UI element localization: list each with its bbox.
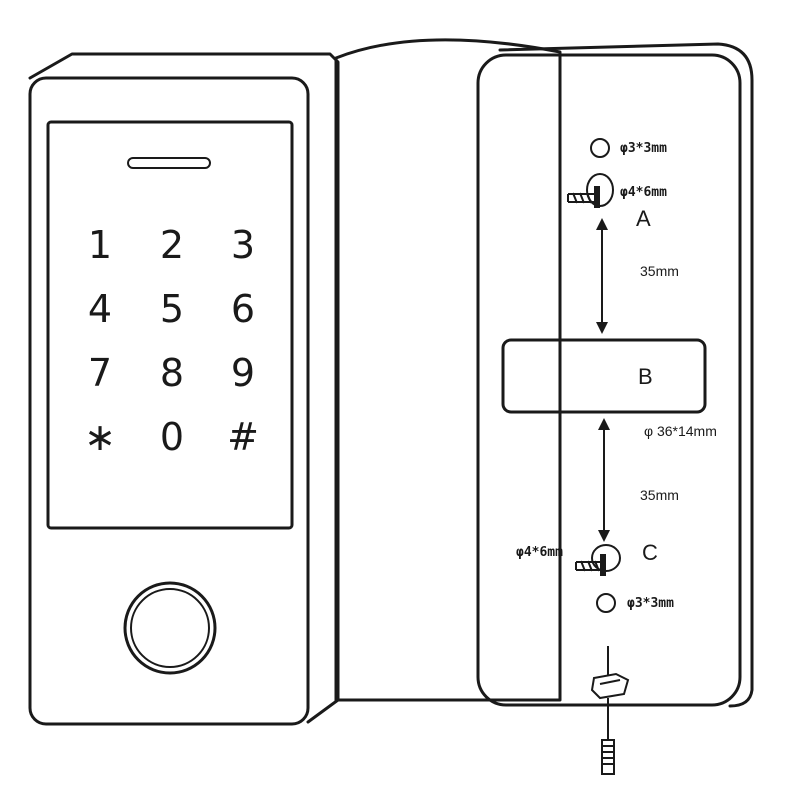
back-panel-depth [498,42,754,708]
back-panel: φ3*3mm φ4*6mm A 35mm B φ 36*14mm 35mm φ [476,42,754,775]
distance-bottom-label: 35mm [640,487,679,503]
point-c-label: C [642,540,658,565]
slot-b-label: B [638,364,653,389]
key-8[interactable]: 8 [160,351,184,395]
key-7[interactable]: 7 [88,351,112,395]
fingerprint-sensor-outer[interactable] [123,581,217,675]
distance-arrow-bottom [598,418,610,542]
cable-slot-b [501,338,707,414]
key-0[interactable]: 0 [160,415,184,459]
back-panel-face [476,53,742,707]
key-9[interactable]: 9 [231,351,255,395]
key-2[interactable]: 2 [160,223,184,267]
key-hash[interactable]: # [227,415,259,459]
screwdriver-icon [590,646,630,775]
hole-top-label: φ3*3mm [620,141,667,156]
indicator-slot [127,157,211,169]
fingerprint-sensor-inner [130,588,210,668]
hole-top [590,138,610,158]
key-star[interactable]: ∗ [84,415,116,459]
keypad-screen [46,120,294,530]
keypad-side-depth [28,52,340,724]
keypad-front-face [28,76,310,726]
mounting-bracket-outline [334,38,562,702]
key-5[interactable]: 5 [160,287,184,331]
distance-top-label: 35mm [640,263,679,279]
screw-a-icon [567,186,600,208]
screw-top-label: φ4*6mm [620,185,667,200]
key-3[interactable]: 3 [231,223,255,267]
keypad-device: 1 2 3 4 5 6 7 8 9 ∗ 0 # [28,52,340,726]
key-1[interactable]: 1 [88,223,112,267]
point-a-label: A [636,206,651,231]
key-6[interactable]: 6 [231,287,255,331]
hole-bottom-label: φ3*3mm [627,596,674,611]
screw-c-icon [575,554,606,576]
screw-bottom-label: φ4*6mm [516,545,563,560]
key-4[interactable]: 4 [88,287,112,331]
hole-bottom [596,593,616,613]
distance-arrow-top [596,218,608,334]
slot-size-label: φ 36*14mm [644,423,717,439]
